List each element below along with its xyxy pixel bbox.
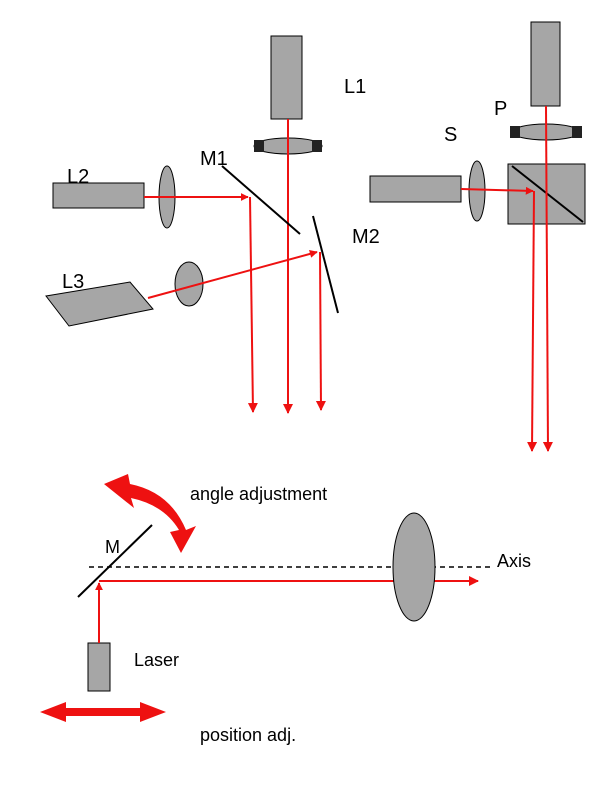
label-l2: L2 [67, 166, 89, 188]
laser-l3 [45, 281, 154, 327]
laser-s [369, 175, 462, 203]
lens-p-edge-right [572, 126, 582, 138]
beam-s-vertical [527, 190, 538, 452]
label-s: S [444, 124, 457, 146]
label-l3: L3 [62, 271, 84, 293]
laser-l2 [52, 182, 145, 209]
label-position-adjustment: position adj. [200, 725, 296, 745]
label-axis: Axis [497, 551, 531, 571]
beam-l2-vertical [247, 196, 258, 413]
beam-l3-vertical [315, 251, 326, 411]
label-m2: M2 [352, 226, 380, 248]
position-adjustment-arrow [40, 702, 166, 722]
beam-p-vertical [542, 105, 553, 452]
lens-l1-edge-left [254, 140, 264, 152]
lens-l1-edge-right [312, 140, 322, 152]
lens-p-edge-left [510, 126, 520, 138]
label-m1: M1 [200, 148, 228, 170]
laser-bottom [87, 642, 111, 692]
beam-s-horizontal [460, 186, 534, 195]
label-laser: Laser [134, 650, 179, 670]
label-p: P [494, 98, 507, 120]
angle-adjustment-arrow [104, 474, 196, 553]
label-angle-adjustment: angle adjustment [190, 484, 327, 504]
label-l1: L1 [344, 76, 366, 98]
lens-s [468, 160, 486, 222]
large-lens [392, 512, 436, 622]
mirror-m1 [221, 165, 301, 235]
mirror-m2 [312, 215, 339, 314]
beam-l3-incoming [147, 250, 318, 299]
label-mirror-m: M [105, 537, 120, 557]
mirror-m [77, 524, 153, 598]
laser-p [530, 21, 561, 107]
laser-l1 [270, 35, 303, 120]
